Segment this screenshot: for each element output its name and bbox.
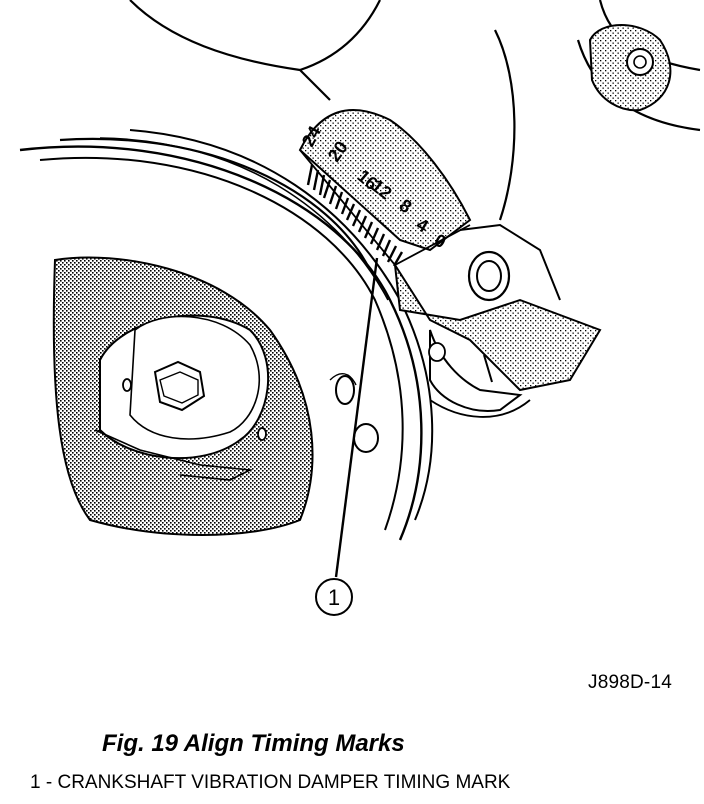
timing-marks-illustration: 24 20 16 12 8 4 0 1 [19, 0, 701, 616]
timing-scale-ticks [306, 164, 404, 267]
timing-scale-bracket [298, 109, 602, 418]
reference-code: J898D-14 [588, 672, 672, 693]
callout-number: 1 [328, 585, 340, 610]
callout-leader-line [334, 257, 379, 578]
callout-circle [315, 578, 353, 616]
legend-separator: - [40, 772, 58, 793]
legend-text: CRANKSHAFT VIBRATION DAMPER TIMING MARK [57, 772, 511, 793]
legend-number: 1 [30, 772, 41, 793]
mounting-boss [588, 24, 672, 112]
callout-1: 1 [315, 257, 379, 616]
figure-caption: Fig. 19 Align Timing Marks [102, 730, 405, 757]
legend-item-1: 1 - CRANKSHAFT VIBRATION DAMPER TIMING M… [30, 772, 510, 794]
